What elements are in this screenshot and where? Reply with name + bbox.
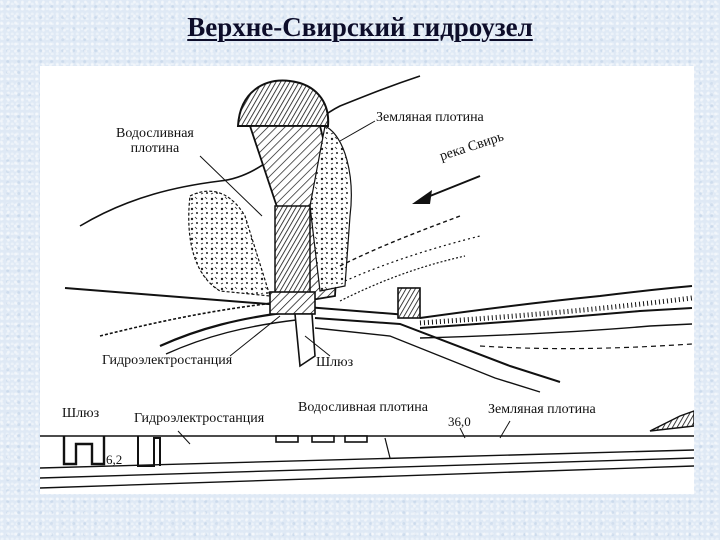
lock-head-structure [397,287,421,319]
dam-central-column [274,205,311,297]
right-shoreline-dashed [479,343,693,350]
label-earth-dam: Земляная плотина [376,110,484,125]
leader-earth-dam [339,120,376,142]
river-arrowhead [412,190,432,204]
label-spillway-dam-line2: плотина [130,141,180,156]
lock-chamber [294,313,316,368]
hydro-scheme-figure: Водосливная плотина Земляная плотина рек… [40,66,694,494]
earth-dam-slope [649,410,694,432]
label-spillway-dam-line1: Водосливная [116,126,194,141]
section-base-2 [40,457,694,479]
right-embankment-2 [419,307,693,329]
earth-dam-line [339,215,461,267]
leader-section-hydro [177,430,191,445]
leader-spillway [199,155,263,217]
spillway-gate-1 [275,435,299,443]
spillway-crest-arc [236,79,330,127]
label-hydro-station: Гидроэлектростанция [102,353,233,368]
label-section-earth: Земляная плотина [488,402,596,417]
label-section-hydro: Гидроэлектростанция [134,411,265,426]
leader-section-elev [459,427,466,439]
spillway-gate-3 [344,435,368,443]
river-flow-arrow [424,175,481,199]
section-view [40,410,694,489]
leader-lock [304,335,331,357]
dam-axis-line [64,287,421,317]
left-canal [159,310,291,348]
label-lock: Шлюз [316,355,354,370]
stone-fill-right [309,125,352,292]
right-embankment-hatch [419,295,693,326]
section-joint [384,437,391,459]
slide-title: Верхне-Свирский гидроузел [187,12,533,42]
left-levee [99,297,301,337]
label-spillway-dam: Водосливная плотина [116,126,194,156]
earth-dam-line-2 [344,235,481,282]
leader-hydro [229,315,281,357]
stone-fill-left [188,190,271,297]
section-base-3 [40,465,694,489]
outlet-channel-2 [314,327,541,393]
plan-view [64,75,693,393]
label-section-lock: Шлюз [62,406,100,421]
outlet-channel [314,317,561,383]
right-embankment-1 [419,285,693,319]
left-canal-2 [165,319,297,355]
label-elevation-bottom: 6,2 [106,452,123,467]
lock-section [62,436,106,466]
powerhouse-block [269,291,316,315]
right-embankment-3 [419,323,693,339]
label-elevation-top: 36,0 [448,414,471,429]
label-section-spillway: Водосливная плотина [298,400,428,415]
scheme-drawing [40,75,694,489]
leader-section-earth [499,420,511,439]
spillway-gate-2 [311,435,335,443]
powerhouse-section [137,436,161,467]
